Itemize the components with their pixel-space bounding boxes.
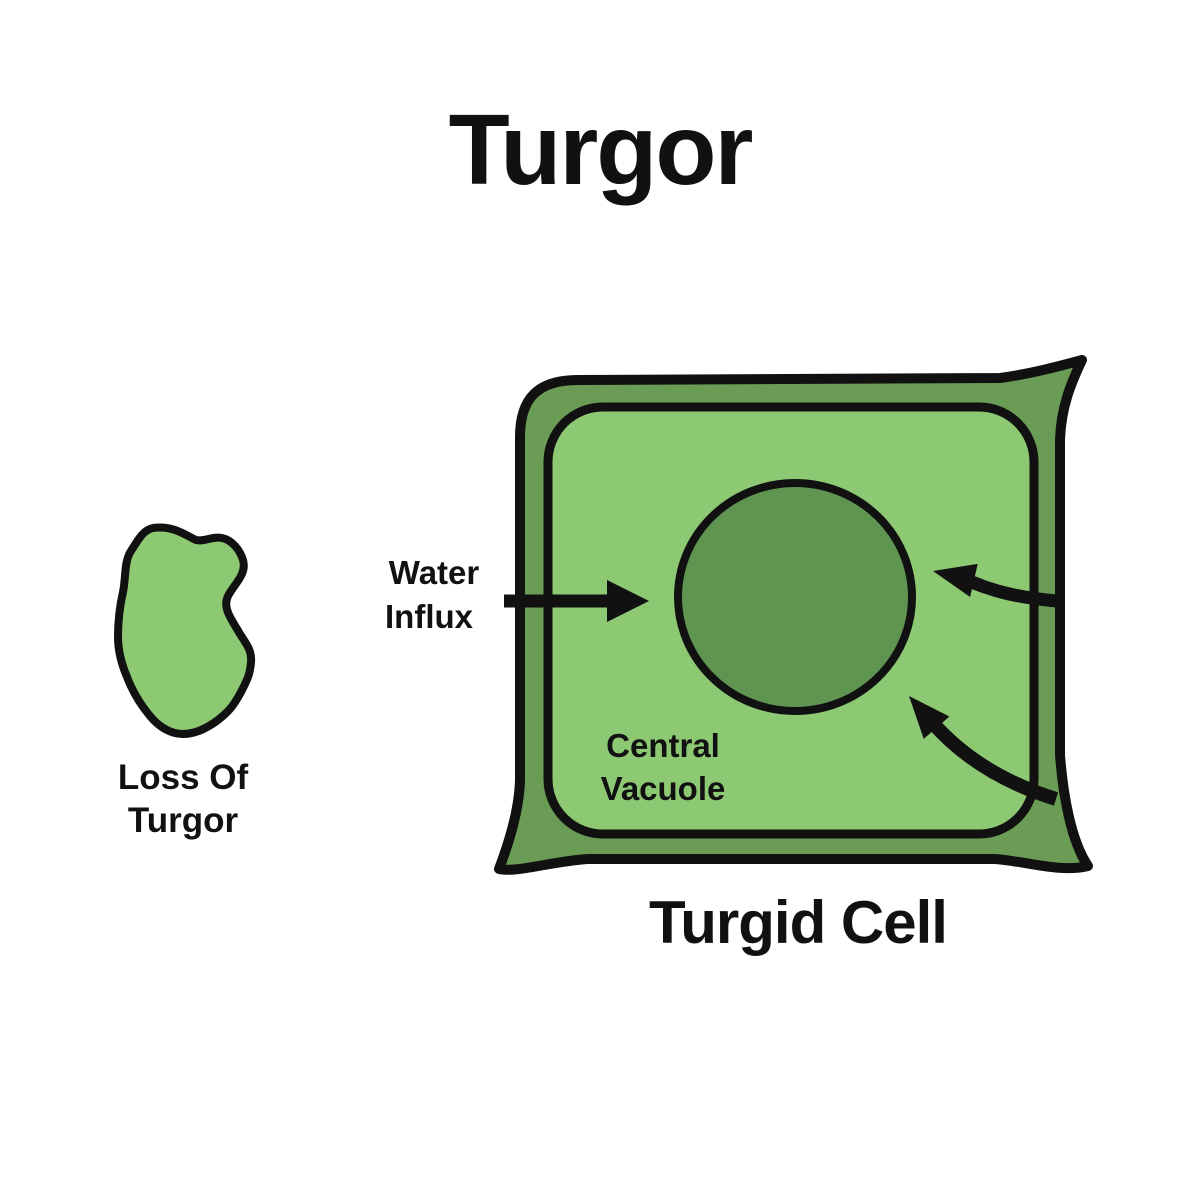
loss-of-turgor-label-line1: Loss Of: [118, 758, 249, 797]
central-vacuole: [674, 479, 916, 715]
bottom-water-arrow: [926, 717, 1059, 806]
central-vacuole-label-line1: Central: [606, 727, 720, 764]
water-influx-label-line1: Water: [389, 554, 480, 591]
water-influx-label-line2: Influx: [385, 598, 474, 635]
bottom-water-arrowhead: [909, 696, 950, 739]
right-water-arrowhead: [933, 563, 978, 598]
diagram-title: Turgor: [449, 94, 753, 206]
central-vacuole-label-line2: Vacuole: [601, 770, 726, 807]
water-influx-arrowhead: [607, 580, 649, 622]
flaccid-cell-blob: [114, 523, 256, 738]
turgid-cell-label: Turgid Cell: [649, 889, 947, 956]
loss-of-turgor-label-line2: Turgor: [128, 801, 239, 840]
